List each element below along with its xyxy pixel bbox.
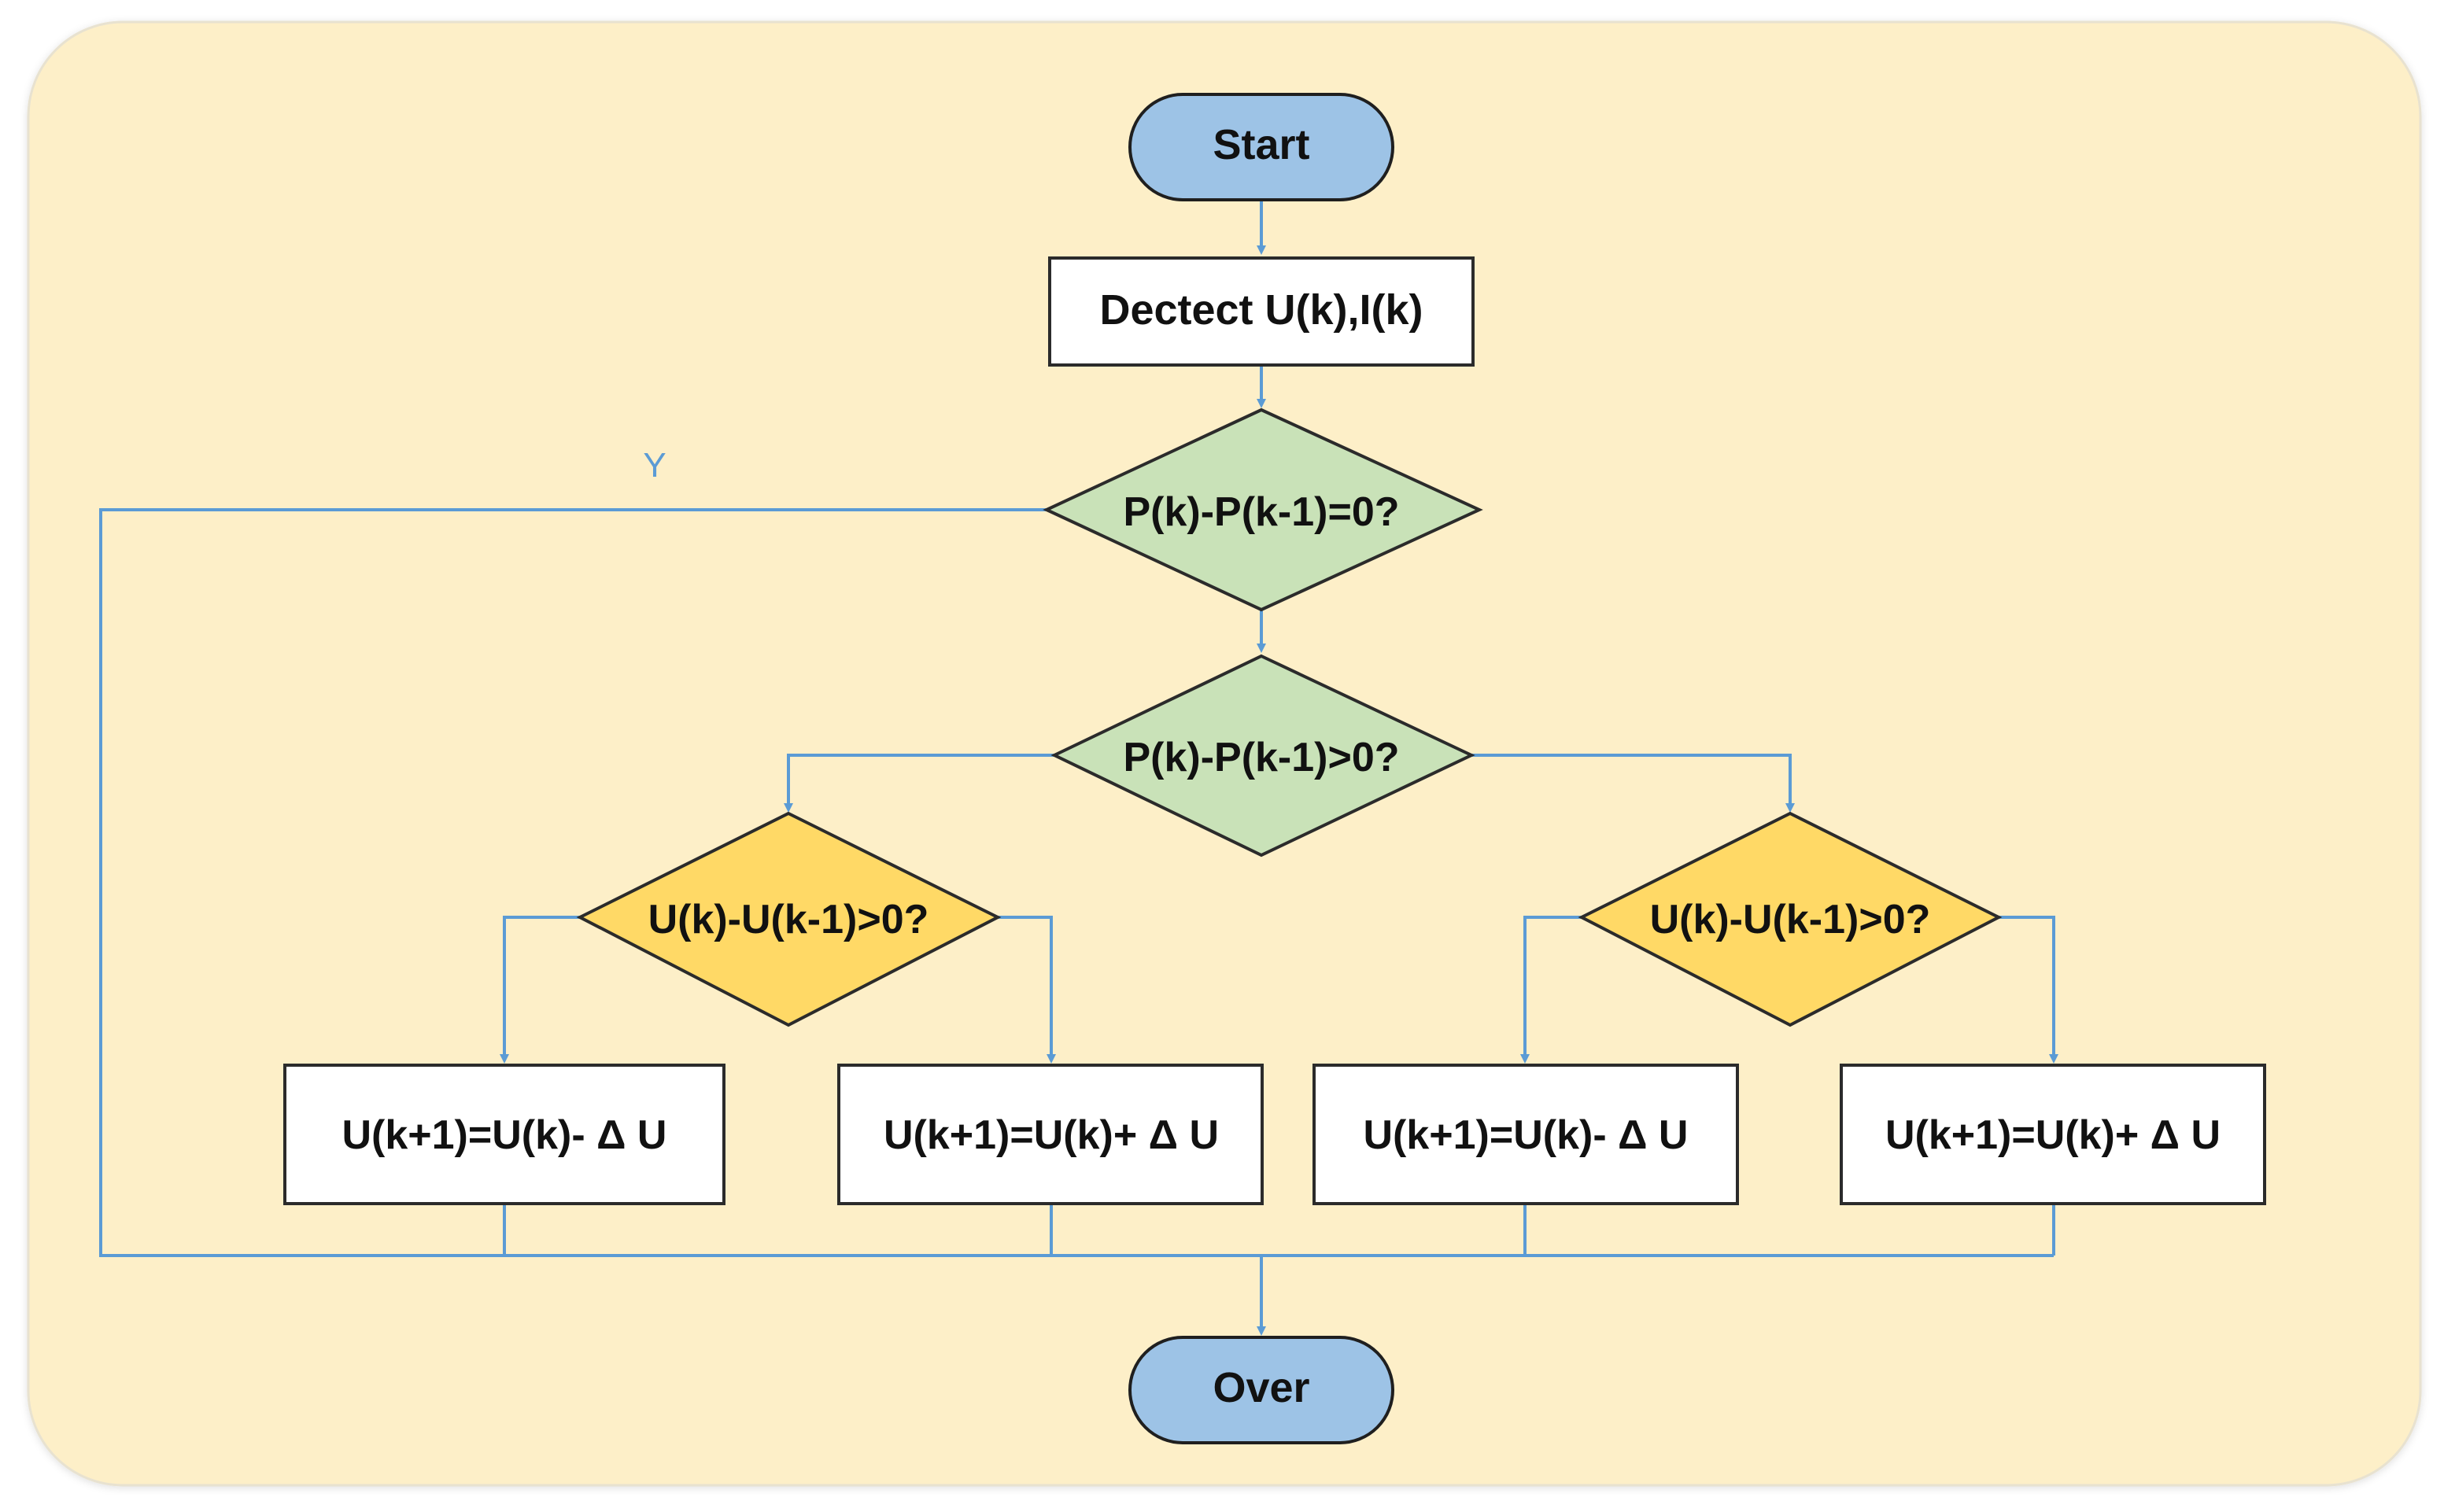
decision-voltage-right: U(k)-U(k-1)>0? [1578, 811, 2003, 1027]
decision-power-greater: P(k)-P(k-1)>0? [1050, 654, 1475, 857]
output-box-3: U(k+1)=U(k)- Δ U [1312, 1064, 1739, 1205]
connector-lines [99, 200, 2058, 1336]
over-label: Over [1213, 1364, 1309, 1411]
start-terminal: Start [1128, 93, 1394, 201]
edge-label-yes: Y [643, 446, 666, 485]
decision-voltage-left: U(k)-U(k-1)>0? [576, 811, 1002, 1027]
decision-power-greater-shape [1050, 654, 1475, 857]
connector-left-voltage-to-out-2 [998, 916, 1056, 1064]
output-box-1-shape [283, 1064, 725, 1205]
output-box-1-label: U(k+1)=U(k)- Δ U [341, 1112, 666, 1158]
output-box-4: U(k+1)=U(k)+ Δ U [1840, 1064, 2266, 1205]
decision-power-equal-shape [1043, 408, 1483, 612]
output-box-2: U(k+1)=U(k)+ Δ U [837, 1064, 1264, 1205]
detect-label: Dectect U(k),I(k) [1099, 286, 1423, 334]
output-box-3-label: U(k+1)=U(k)- Δ U [1363, 1112, 1688, 1158]
output-box-3-shape [1312, 1064, 1739, 1205]
output-box-4-label: U(k+1)=U(k)+ Δ U [1885, 1112, 2221, 1158]
connector-right-voltage-to-out-3 [1520, 916, 1582, 1064]
start-label: Start [1213, 121, 1309, 168]
detect-process-box [1048, 256, 1475, 367]
over-terminal-shape [1128, 1336, 1394, 1444]
connector-power-to-left-voltage [784, 754, 1054, 813]
decision-power-greater-label: P(k)-P(k-1)>0? [1123, 735, 1399, 780]
connector-left-voltage-to-out-1 [500, 916, 580, 1064]
decision-voltage-left-label: U(k)-U(k-1)>0? [648, 897, 929, 942]
output-box-2-label: U(k+1)=U(k)+ Δ U [884, 1112, 1219, 1158]
start-terminal-shape [1128, 93, 1394, 201]
over-terminal: Over [1128, 1336, 1394, 1444]
output-box-1: U(k+1)=U(k)- Δ U [283, 1064, 725, 1205]
decision-voltage-right-label: U(k)-U(k-1)>0? [1650, 897, 1931, 942]
decision-power-equal: P(k)-P(k-1)=0? [1043, 408, 1483, 612]
connector-right-voltage-to-out-4 [1999, 916, 2058, 1064]
output-box-4-shape [1840, 1064, 2266, 1205]
detect-process: Dectect U(k),I(k) [1048, 256, 1475, 367]
decision-voltage-left-shape [576, 811, 1002, 1027]
decision-voltage-right-shape [1578, 811, 2003, 1027]
decision-power-equal-label: P(k)-P(k-1)=0? [1123, 489, 1399, 535]
output-box-2-shape [837, 1064, 1264, 1205]
connector-power-to-right-voltage [1471, 754, 1795, 813]
